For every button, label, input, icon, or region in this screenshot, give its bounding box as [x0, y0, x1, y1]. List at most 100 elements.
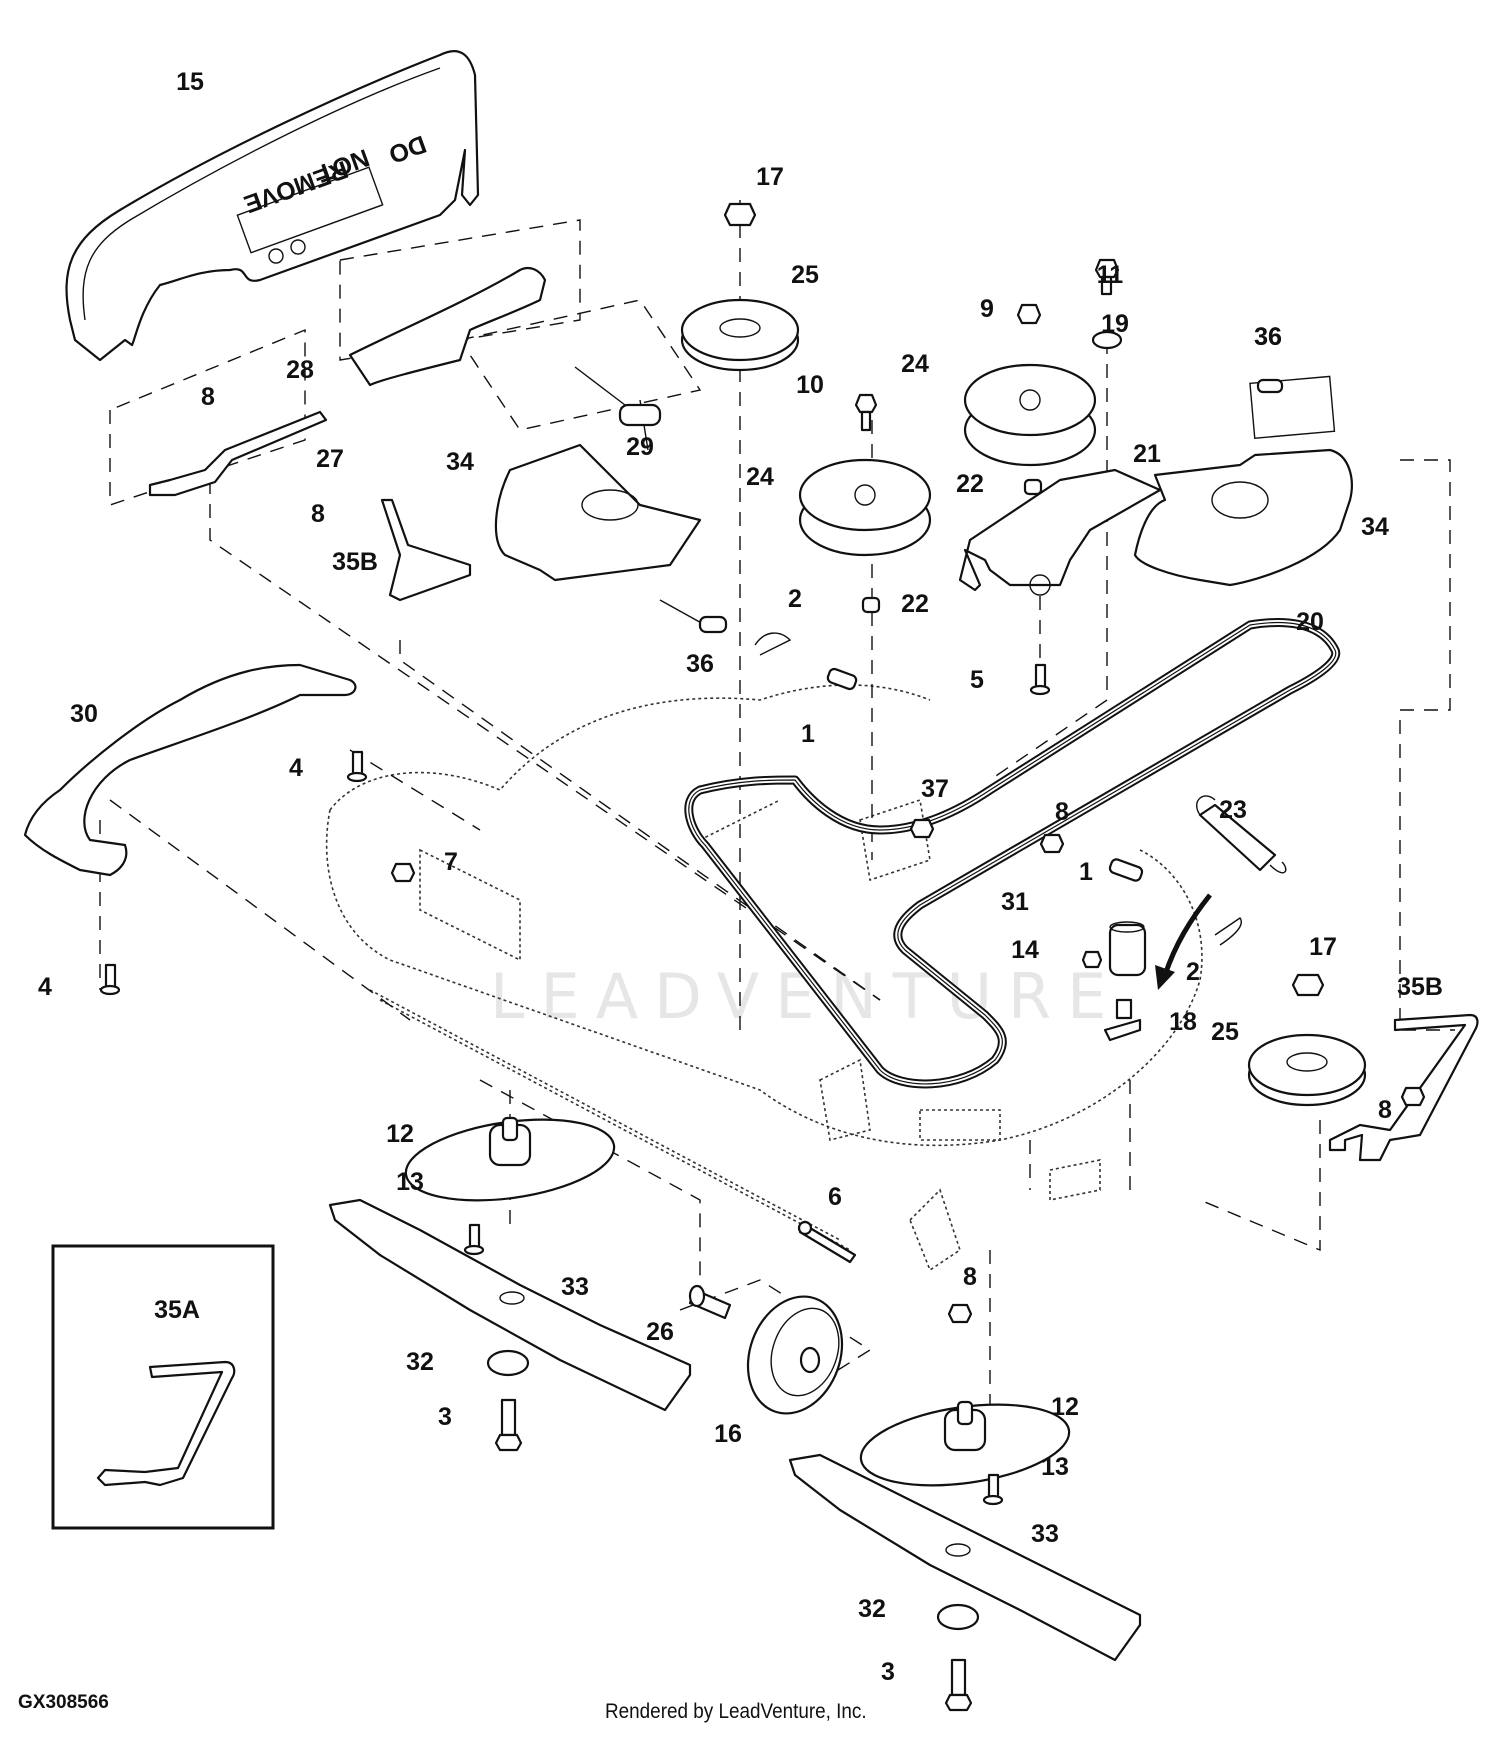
callout-12[interactable]: 12	[386, 1120, 414, 1148]
callout-14[interactable]: 14	[1011, 936, 1039, 964]
callout-28[interactable]: 28	[286, 356, 314, 384]
part-35a-lever[interactable]	[96, 1360, 236, 1487]
part-8-nut-center[interactable]	[1039, 833, 1065, 854]
part-4-screw-top[interactable]	[346, 750, 368, 783]
callout-25[interactable]: 25	[791, 261, 819, 289]
callout-24[interactable]: 24	[901, 350, 929, 378]
callout-29[interactable]: 29	[626, 433, 654, 461]
callout-9[interactable]: 9	[980, 295, 994, 323]
callout-32[interactable]: 32	[406, 1348, 434, 1376]
part-25-idler-pulley-top[interactable]	[680, 298, 800, 372]
callout-1[interactable]: 1	[801, 720, 815, 748]
part-35b-right-lever[interactable]	[1328, 1013, 1479, 1162]
callout-4[interactable]: 4	[38, 973, 52, 1001]
callout-18[interactable]: 18	[1169, 1008, 1197, 1036]
callout-2[interactable]: 2	[788, 585, 802, 613]
part-5-bolt[interactable]	[1029, 663, 1051, 696]
part-26-axle-bolt[interactable]	[688, 1284, 732, 1320]
part-4-screw-bottom[interactable]	[99, 963, 121, 996]
callout-24[interactable]: 24	[746, 463, 774, 491]
callout-22[interactable]: 22	[956, 470, 984, 498]
callout-34[interactable]: 34	[1361, 513, 1389, 541]
part-23-extension-spring[interactable]	[1196, 795, 1287, 874]
callout-6[interactable]: 6	[828, 1183, 842, 1211]
callout-31[interactable]: 31	[1001, 888, 1029, 916]
callout-33[interactable]: 33	[561, 1273, 589, 1301]
part-28-bracket[interactable]	[348, 266, 547, 387]
part-14-nut[interactable]	[1081, 950, 1103, 969]
callout-8[interactable]: 8	[1378, 1096, 1392, 1124]
part-8-nut-bottom[interactable]	[947, 1303, 973, 1324]
part-17-nut-right[interactable]	[1291, 973, 1325, 997]
part-31-bushing[interactable]	[1108, 921, 1147, 977]
callout-8[interactable]: 8	[311, 500, 325, 528]
part-8-nut-right[interactable]	[1400, 1086, 1426, 1107]
callout-13[interactable]: 13	[396, 1168, 424, 1196]
part-10-bolt[interactable]	[854, 393, 878, 432]
callout-11[interactable]: 11	[1097, 261, 1124, 289]
part-17-nut-top[interactable]	[723, 202, 757, 227]
callout-36[interactable]: 36	[1254, 323, 1282, 351]
callout-2[interactable]: 2	[1186, 958, 1200, 986]
part-22-spacer-upper[interactable]	[1023, 478, 1043, 496]
callout-3[interactable]: 3	[438, 1403, 452, 1431]
part-36-spring-right[interactable]	[1249, 375, 1336, 439]
callout-19[interactable]: 19	[1101, 310, 1129, 338]
callout-4[interactable]: 4	[289, 754, 303, 782]
part-1-pin-top[interactable]	[826, 667, 858, 691]
callout-35a[interactable]: 35A	[154, 1296, 200, 1324]
callout-10[interactable]: 10	[796, 371, 824, 399]
part-24-flat-idler-lower[interactable]	[798, 458, 932, 557]
callout-23[interactable]: 23	[1219, 796, 1247, 824]
part-33-blade-left[interactable]	[328, 1198, 692, 1412]
part-18-stud[interactable]	[1103, 998, 1142, 1042]
part-20-drive-belt[interactable]	[684, 618, 1341, 1089]
part-34-left-pulley-cover[interactable]	[494, 443, 702, 582]
part-13-bolt-right[interactable]	[982, 1473, 1004, 1506]
part-32-washer-left[interactable]	[486, 1349, 530, 1377]
part-13-bolt-left[interactable]	[463, 1223, 485, 1256]
callout-32[interactable]: 32	[858, 1595, 886, 1623]
part-29-spring[interactable]	[574, 366, 662, 451]
callout-36[interactable]: 36	[1254, 323, 1282, 351]
part-12-spindle-right[interactable]	[856, 1393, 1075, 1497]
part-30-baffle[interactable]	[23, 663, 357, 877]
part-12-spindle-left[interactable]	[401, 1108, 620, 1212]
callout-1[interactable]: 1	[1079, 858, 1093, 886]
part-33-blade-right[interactable]	[788, 1453, 1142, 1662]
callout-33[interactable]: 33	[1031, 1520, 1059, 1548]
callout-37[interactable]: 37	[921, 775, 949, 803]
callout-27[interactable]: 27	[316, 445, 344, 473]
callout-22[interactable]: 22	[901, 590, 929, 618]
callout-8[interactable]: 8	[1055, 798, 1069, 826]
part-19-washer[interactable]	[1091, 330, 1123, 350]
part-37-nut[interactable]	[909, 818, 935, 839]
callout-8[interactable]: 8	[201, 383, 215, 411]
callout-35b[interactable]: 35B	[332, 548, 378, 576]
part-34-right-pulley-cover[interactable]	[1133, 448, 1353, 587]
callout-17[interactable]: 17	[1309, 933, 1337, 961]
callout-5[interactable]: 5	[970, 666, 984, 694]
part-36-spring-left[interactable]	[659, 599, 728, 634]
part-9-nut[interactable]	[1016, 303, 1042, 325]
part-15-deflector-guard[interactable]: REMOVE NOT DO	[65, 49, 480, 362]
part-27-rod[interactable]	[148, 410, 328, 497]
part-2-hairpin-right[interactable]	[1214, 917, 1242, 946]
part-25-idler-pulley-right[interactable]	[1247, 1033, 1367, 1107]
callout-20[interactable]: 20	[1296, 608, 1324, 636]
callout-26[interactable]: 26	[646, 1318, 674, 1346]
callout-21[interactable]: 21	[1133, 440, 1161, 468]
part-16-gauge-wheel[interactable]	[732, 1283, 858, 1427]
part-32-washer-right[interactable]	[936, 1603, 980, 1631]
part-1-pin-right[interactable]	[1108, 858, 1144, 882]
callout-7[interactable]: 7	[444, 848, 458, 876]
part-3-bolt-left[interactable]	[494, 1398, 523, 1452]
callout-35b[interactable]: 35B	[1397, 973, 1443, 1001]
callout-17[interactable]: 17	[756, 163, 784, 191]
part-24-flat-idler-upper[interactable]	[963, 363, 1097, 467]
part-3-bolt-right[interactable]	[944, 1658, 973, 1712]
callout-34[interactable]: 34	[446, 448, 474, 476]
part-6-bolt[interactable]	[797, 1220, 857, 1264]
part-21-idler-arm[interactable]	[958, 468, 1162, 596]
part-22-spacer-lower[interactable]	[861, 596, 881, 614]
